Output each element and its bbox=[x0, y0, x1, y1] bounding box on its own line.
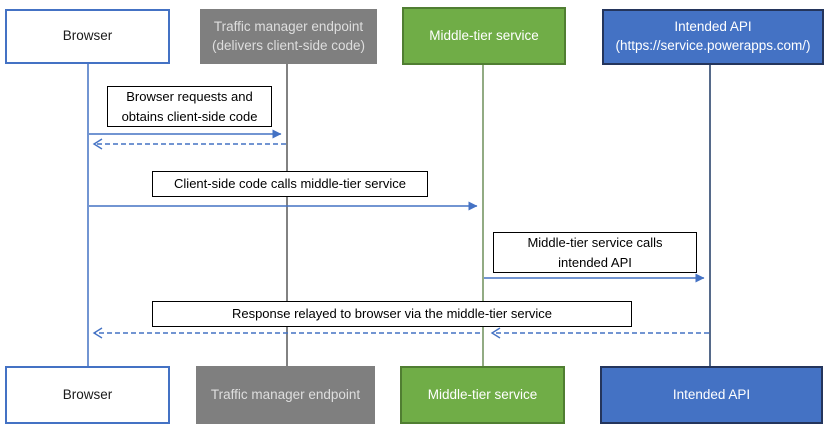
actor-traffic-manager-bottom: Traffic manager endpoint bbox=[196, 366, 375, 424]
message-browser-requests-code: Browser requests and obtains client-side… bbox=[107, 86, 272, 127]
actor-browser-bottom: Browser bbox=[5, 366, 170, 424]
actor-intended-api-bottom: Intended API bbox=[600, 366, 823, 424]
message-client-calls-middle-tier: Client-side code calls middle-tier servi… bbox=[152, 171, 428, 197]
actor-browser-top: Browser bbox=[5, 9, 170, 64]
actor-traffic-manager-top: Traffic manager endpoint (delivers clien… bbox=[200, 9, 377, 64]
actor-middle-tier-top: Middle-tier service bbox=[402, 7, 566, 65]
message-middle-tier-calls-api: Middle-tier service calls intended API bbox=[493, 232, 697, 273]
actor-middle-tier-bottom: Middle-tier service bbox=[400, 366, 565, 424]
message-response-relayed: Response relayed to browser via the midd… bbox=[152, 301, 632, 327]
actor-intended-api-top: Intended API (https://service.powerapps.… bbox=[602, 9, 824, 65]
